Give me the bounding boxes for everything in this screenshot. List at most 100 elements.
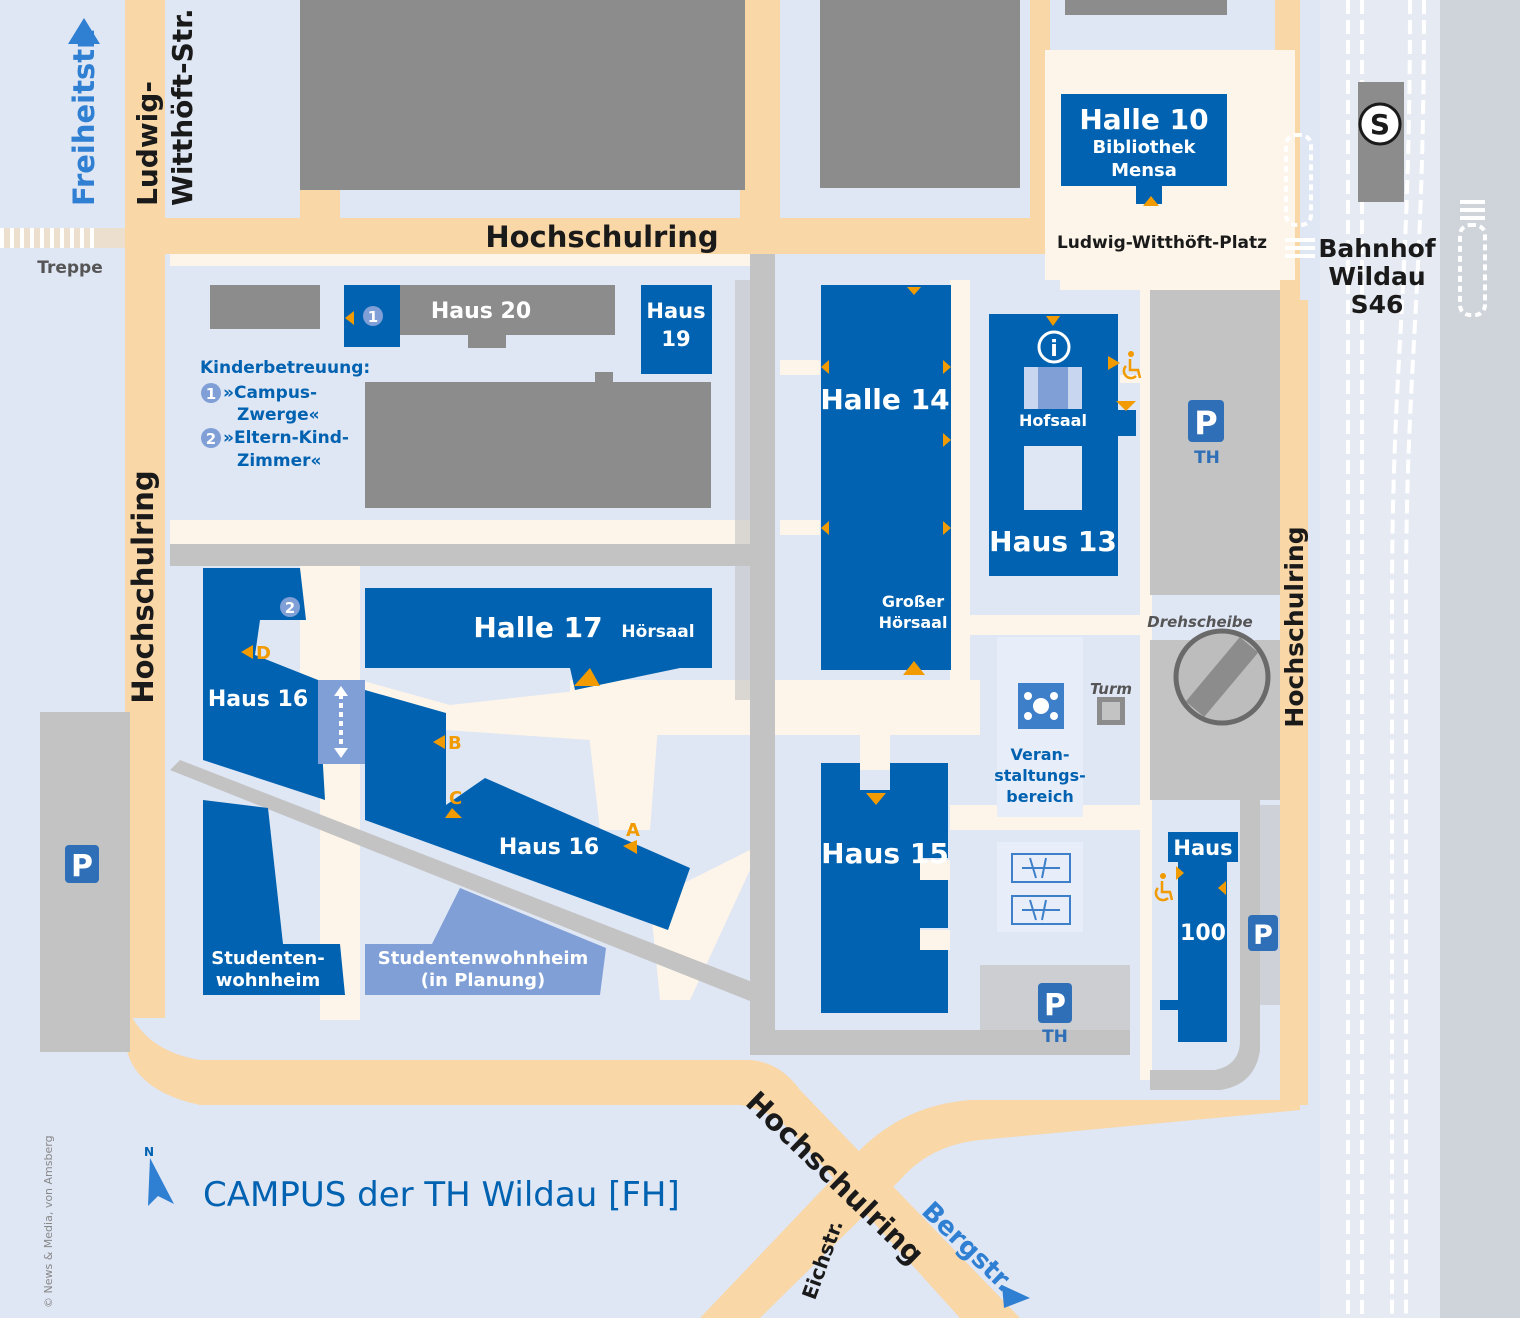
turm-label: Turm bbox=[1090, 680, 1132, 698]
halle-14[interactable] bbox=[821, 285, 951, 670]
halle-17[interactable] bbox=[365, 588, 712, 690]
haus-16-east[interactable] bbox=[365, 690, 690, 930]
grosser-hoersaal-2: Hörsaal bbox=[879, 613, 948, 632]
other-buildings bbox=[210, 0, 1227, 508]
veranstaltung-3: bereich bbox=[1006, 787, 1073, 806]
childcare-marker-2: 2 bbox=[280, 597, 300, 617]
studentenwohnheim-1: Studenten- bbox=[211, 948, 324, 969]
wheelchair-icon bbox=[1122, 351, 1142, 380]
station-line-2: Wildau bbox=[1328, 262, 1425, 291]
turm-icon bbox=[1097, 697, 1125, 725]
north-label: N bbox=[144, 1145, 154, 1159]
haus-20-label: Haus 20 bbox=[431, 299, 531, 324]
haus-13-label: Haus 13 bbox=[989, 525, 1117, 558]
parking-signs: P P TH P TH P bbox=[65, 400, 1278, 1047]
s-bahn-icon: S bbox=[1358, 102, 1402, 146]
childcare-heading: Kinderbetreuung: bbox=[200, 358, 370, 378]
sports-icon bbox=[1011, 853, 1071, 925]
copyright: © News & Media, von Amsberg bbox=[42, 1135, 55, 1308]
haus-16-west-label: Haus 16 bbox=[208, 687, 308, 712]
veranstaltung-2: staltungs- bbox=[994, 766, 1086, 785]
entrance-markers bbox=[241, 196, 1226, 895]
north-arrow-freiheitstr bbox=[68, 18, 100, 44]
parking-icon bbox=[1038, 983, 1072, 1023]
street-ludwig-2: Witthöft-Str. bbox=[166, 8, 199, 206]
grosser-hoersaal-1: Großer bbox=[882, 592, 944, 611]
halle-10-line-2: Mensa bbox=[1111, 160, 1177, 181]
childcare-legend-1 bbox=[201, 383, 221, 403]
map-title: CAMPUS der TH Wildau [FH] bbox=[203, 1175, 680, 1215]
s-bahn-symbol: S bbox=[1370, 108, 1390, 141]
childcare-number: 2 bbox=[285, 599, 295, 617]
halle-10-line-1: Bibliothek bbox=[1092, 137, 1196, 158]
crosswalks bbox=[0, 200, 1485, 258]
parking-symbol: P bbox=[71, 849, 93, 884]
entrance-a: A bbox=[626, 820, 640, 841]
studentenwohnheim-planned-2: (in Planung) bbox=[421, 970, 546, 991]
station-line-3: S46 bbox=[1351, 290, 1404, 319]
station-crossings bbox=[1284, 133, 1487, 317]
parking-th-label: TH bbox=[1194, 448, 1220, 468]
street-ludwig-1: Ludwig- bbox=[131, 81, 164, 206]
haus-15-label: Haus 15 bbox=[821, 837, 949, 870]
drehscheibe-label: Drehscheibe bbox=[1147, 613, 1252, 631]
haus-100[interactable] bbox=[1160, 832, 1238, 1042]
halle-10[interactable] bbox=[1061, 94, 1227, 186]
info-symbol: i bbox=[1050, 337, 1058, 362]
childcare-item-2-line-1: »Eltern-Kind- bbox=[223, 428, 349, 448]
haus-15[interactable] bbox=[821, 763, 948, 1013]
parking-icon bbox=[1248, 915, 1278, 951]
haus-100-line-1: Haus bbox=[1173, 836, 1232, 860]
street-freiheitstr: Freiheitstr. bbox=[67, 28, 101, 206]
childcare-number: 1 bbox=[368, 308, 378, 326]
childcare-legend-number-1: 1 bbox=[206, 385, 216, 403]
haus-100-line-2: 100 bbox=[1180, 921, 1226, 946]
haus-19[interactable] bbox=[641, 285, 712, 374]
childcare-item-1-line-1: »Campus- bbox=[223, 383, 317, 403]
childcare-legend-number-2: 2 bbox=[206, 430, 216, 448]
studentenwohnheim-planned bbox=[365, 888, 606, 995]
halle-17-label: Halle 17 bbox=[473, 611, 602, 644]
haus-19-line-2: 19 bbox=[661, 327, 690, 351]
parking-th-label: TH bbox=[1042, 1027, 1068, 1047]
childcare-item-1-line-2: Zwerge« bbox=[237, 405, 320, 425]
studentenwohnheim-planned-1: Studentenwohnheim bbox=[378, 948, 589, 969]
connector-arrow bbox=[334, 686, 348, 758]
ludwig-witthoeft-platz-label: Ludwig-Witthöft-Platz bbox=[1057, 233, 1267, 253]
haus-16-east-label: Haus 16 bbox=[499, 835, 599, 860]
treppe-label: Treppe bbox=[37, 258, 103, 278]
wheelchair-icon bbox=[1154, 873, 1174, 902]
parking-icon bbox=[1188, 400, 1224, 442]
street-hochschulring-right: Hochschulring bbox=[1280, 526, 1309, 727]
parking-symbol: P bbox=[1044, 988, 1066, 1023]
halle-14-label: Halle 14 bbox=[820, 383, 949, 416]
studentenwohnheim-2: wohnheim bbox=[216, 970, 321, 991]
th-buildings bbox=[203, 94, 1238, 1042]
haus-19-line-1: Haus bbox=[646, 299, 705, 323]
childcare-legend-2 bbox=[201, 428, 221, 448]
street-hochschulring-top: Hochschulring bbox=[485, 220, 718, 254]
drehscheibe bbox=[1173, 628, 1271, 726]
entrance-b: B bbox=[448, 733, 462, 754]
north-indicator: N bbox=[144, 1145, 174, 1206]
parking-icon bbox=[65, 845, 99, 883]
halle-10-name: Halle 10 bbox=[1079, 103, 1208, 136]
haus-16-west[interactable] bbox=[203, 568, 325, 800]
parking-symbol: P bbox=[1253, 920, 1273, 951]
hoersaal-label: Hörsaal bbox=[621, 622, 694, 642]
assembly-icon bbox=[1018, 683, 1064, 729]
arrow-bergstr bbox=[1002, 1285, 1030, 1308]
info-icon: i bbox=[1037, 330, 1071, 364]
childcare-item-2-line-2: Zimmer« bbox=[237, 451, 321, 471]
parking-symbol: P bbox=[1194, 404, 1217, 442]
hofsaal-label: Hofsaal bbox=[1019, 411, 1087, 430]
station-line-1: Bahnhof bbox=[1318, 234, 1436, 263]
railway-tracks bbox=[1346, 0, 1426, 1318]
entrance-d: D bbox=[256, 643, 271, 664]
entrance-c: C bbox=[449, 788, 462, 809]
childcare-marker-1: 1 bbox=[363, 306, 383, 326]
veranstaltung-1: Veran- bbox=[1010, 745, 1069, 764]
studentenwohnheim[interactable] bbox=[203, 800, 345, 995]
street-hochschulring-left: Hochschulring bbox=[126, 470, 160, 703]
